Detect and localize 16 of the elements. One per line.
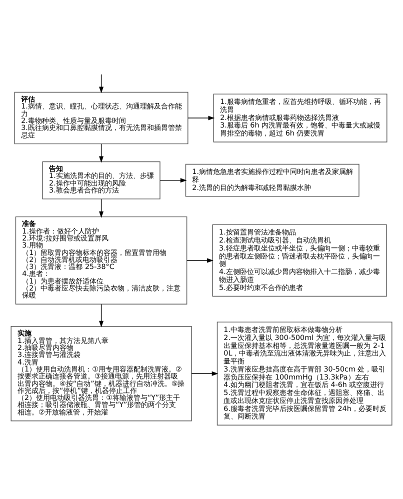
node-box: 1.服毒病情危重者，应首先维持呼吸、循环功能，再洗胃 2.根据患者病情或服毒药物选择洗胃液 3.服毒后 6h 内洗胃最有效，饱餐、中毒量大或减慢胃排空的毒物，超过 6h 仍要洗胃: [213, 94, 388, 142]
node-box: 实施 1.插入胃管，其方法见第八章 2.抽吸尽胃内容物 3.连接胃管与灌洗袋 4.洗胃 （1）使用自动洗胃机：①用专用容器配制洗胃液。②按要求正确连接各管道。③接通电源，先用注射器吸出胃内容物。④按“自动”键，机器进行自动冲洗。⑤操作完成后，按“停机”键，机器停止工作 （2）使用电动吸引器洗胃：①将输液管与“Y”形主干相连接；吸引器储液瓶、胃管与“Y”形管的两个分支相连。②开放输液管，开始灌: [10, 326, 192, 422]
arrow: [99, 198, 104, 218]
arrow: [99, 74, 104, 94]
node-box: 准备 1.操作者：做好个人防护 2.环境:拉好围帘或设置屏风 3.用物 （1）留取胃内容物标本的容器，留置胃管用物 （2）自动洗胃机或电动吸引器 （3）洗胃液：温都 25-38°C 4.患者： （1）为患者摆放舒适体位 （2）中毒者应尽快去除污染衣物，清洁皮肤，注意保暖: [15, 216, 188, 305]
arrow: [99, 304, 104, 328]
arrow: [188, 116, 215, 120]
arrow: [99, 144, 104, 163]
node-box: 1.病情危急患者实施操作过程中同时向患者及家属解释 2.洗胃的目的为解毒和减轻胃黏膜水肿: [185, 164, 360, 197]
node-box: 评估 1.病情、意识、瞳孔、心理状态、沟通理解及合作能力 2.毒物种类、性质与量及服毒时间 3.既往病史和口鼻腔黏膜情况，有无洗胃和插胃管禁忌症: [14, 92, 188, 144]
arrow: [160, 178, 187, 183]
arrow: [186, 258, 214, 263]
node-box: 1.按留置胃管法准备物品 2.检查测试电动吸引器、自动洗胃机 3.轻症患者取坐位或半坐位，头偏向一侧；中毒较重的患者取左侧卧位；昏迷者取去枕平卧位，头偏向一侧 4.左侧卧位可以减少胃内容物排入十二指肠，减少毒物进入肠道 5.必要时约束不合作的患者: [212, 224, 387, 297]
arrow: [191, 371, 218, 376]
node-box: 1.中毒患者洗胃前留取标本做毒物分析 2.一次灌入量以 300-500ml 为宜，每次灌入量与吸出量应保持基本相等，总洗胃液量遵医嘱一般为 2-10L，中毒者洗至流出液体清澈无异味为止，注意出入量平衡 3.洗胃液应悬挂高度在高于胃部 30-50cm 处，吸引器负压应保持在 100mmHg（13.3kPa）左右 4.如为幽门梗阻者洗胃，宜在饭后 4-6h 或空腹进行 5.洗胃过程中观察患者生命体征，遇阻塞、疼痛、出血或出现休克症状应停止洗胃查找原因并处理 6.服毒者洗胃完毕后按医嘱保留胃管 24h，必要时反复、间断洗胃: [216, 322, 392, 426]
node-box: 告知 1.实施洗胃术的目的、方法、步骤 2.操作中可能出现的风险 3.教会患者合作的方法: [42, 161, 160, 200]
